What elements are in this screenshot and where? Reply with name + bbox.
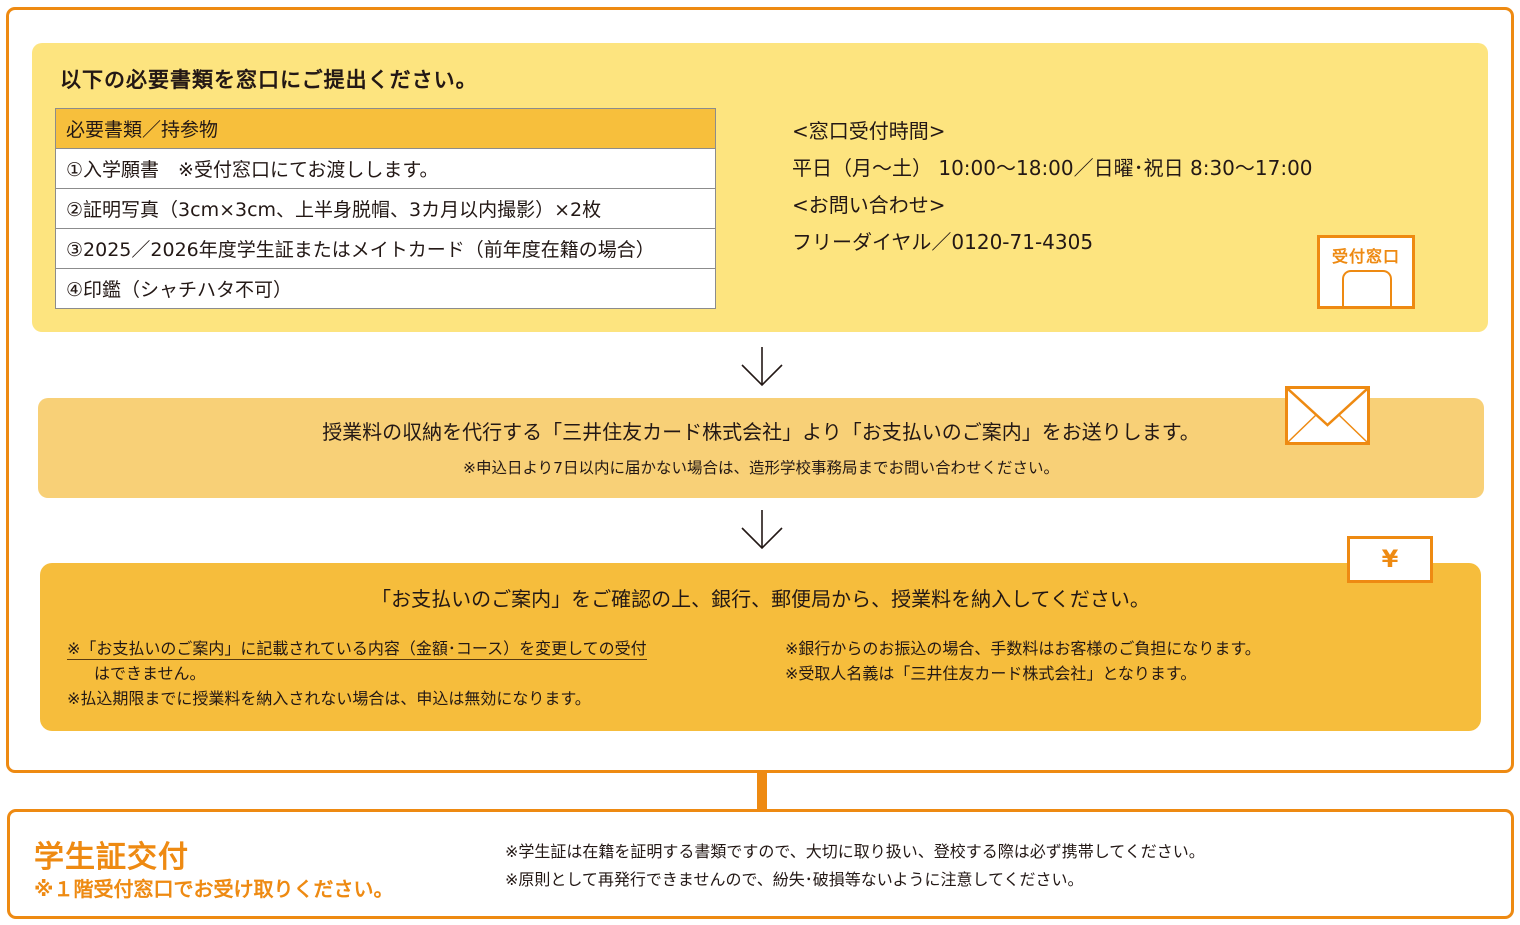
note-payee: ※受取人名義は「三井住友カード株式会社」となります。 [785,664,1197,683]
issue-subtitle: ※１階受付窓口でお受け取りください。 [34,877,394,901]
step3-notes-right: ※銀行からのお振込の場合、手数料はお客様のご負担になります。 ※受取人名義は「三… [785,636,1261,686]
student-id-issuance-frame [7,809,1514,919]
note-course-change: ※「お支払いのご案内」に記載されている内容（金額･コース）を変更しての受付 [67,639,647,660]
step3-main-text: 「お支払いのご案内」をご確認の上、銀行、郵便局から、授業料を納入してください。 [371,587,1150,611]
step3-payment-panel: 「お支払いのご案内」をご確認の上、銀行、郵便局から、授業料を納入してください。 … [40,563,1481,731]
contact-heading: <お問い合わせ> [792,193,946,217]
step1-submit-documents-panel: 以下の必要書類を窓口にご提出ください。 必要書類／持参物 ①入学願書 ※受付窓口… [32,43,1488,332]
hours-text: 平日（月〜土） 10:00〜18:00／日曜･祝日 8:30〜17:00 [792,156,1313,180]
table-row: ③2025／2026年度学生証またはメイトカード（前年度在籍の場合） [55,228,716,269]
counter-info: <窓口受付時間> 平日（月〜土） 10:00〜18:00／日曜･祝日 8:30〜… [792,113,1313,261]
note-carry-id: ※学生証は在籍を証明する書類ですので、大切に取り扱い、登校する際は必ず携帯してく… [505,842,1205,861]
reception-counter-icon: 受付窓口 [1317,235,1415,309]
document-item-seal: ④印鑑（シャチハタ不可） [55,268,716,309]
step1-title: 以下の必要書類を窓口にご提出ください。 [60,68,478,92]
table-header: 必要書類／持参物 [55,108,716,149]
table-row: ④印鑑（シャチハタ不可） [55,268,716,309]
required-documents-table: 必要書類／持参物 ①入学願書 ※受付窓口にてお渡しします。 ②証明写真（3cm×… [55,108,716,309]
down-arrow-icon [741,347,783,387]
document-item-application: ①入学願書 ※受付窓口にてお渡しします。 [55,148,716,189]
envelope-icon [1285,386,1370,445]
yen-icon: ¥ [1347,536,1433,583]
document-item-student-id: ③2025／2026年度学生証またはメイトカード（前年度在籍の場合） [55,228,716,269]
document-item-photo: ②証明写真（3cm×3cm、上半身脱帽、3カ月以内撮影）×2枚 [55,188,716,229]
note-bank-fee: ※銀行からのお振込の場合、手数料はお客様のご負担になります。 [785,639,1261,658]
step2-payment-notice-panel: 授業料の収納を代行する「三井住友カード株式会社」より「お支払いのご案内」をお送り… [38,398,1484,498]
connector-line [757,773,767,810]
counter-icon-label: 受付窓口 [1331,247,1400,266]
note-deadline: ※払込期限までに授業料を納入されない場合は、申込は無効になります。 [67,689,591,708]
step2-main-text: 授業料の収納を代行する「三井住友カード株式会社」より「お支払いのご案内」をお送り… [322,420,1200,444]
step2-note: ※申込日より7日以内に届かない場合は、造形学校事務局までお問い合わせください。 [462,459,1060,477]
issue-notes: ※学生証は在籍を証明する書類ですので、大切に取り扱い、登校する際は必ず携帯してく… [505,838,1205,894]
note-no-reissue: ※原則として再発行できませんので、紛失･破損等ないように注意してください。 [505,870,1084,889]
step3-notes-left: ※「お支払いのご案内」に記載されている内容（金額･コース）を変更しての受付 はで… [67,636,647,711]
hours-heading: <窓口受付時間> [792,119,946,143]
down-arrow-icon [741,510,783,550]
table-row: ①入学願書 ※受付窓口にてお渡しします。 [55,148,716,189]
note-course-change-cont: はできません。 [94,664,206,683]
table-row: ②証明写真（3cm×3cm、上半身脱帽、3カ月以内撮影）×2枚 [55,188,716,229]
issue-title: 学生証交付 [34,840,189,875]
door-icon [1342,270,1392,309]
contact-phone: フリーダイヤル／0120-71-4305 [792,230,1094,254]
